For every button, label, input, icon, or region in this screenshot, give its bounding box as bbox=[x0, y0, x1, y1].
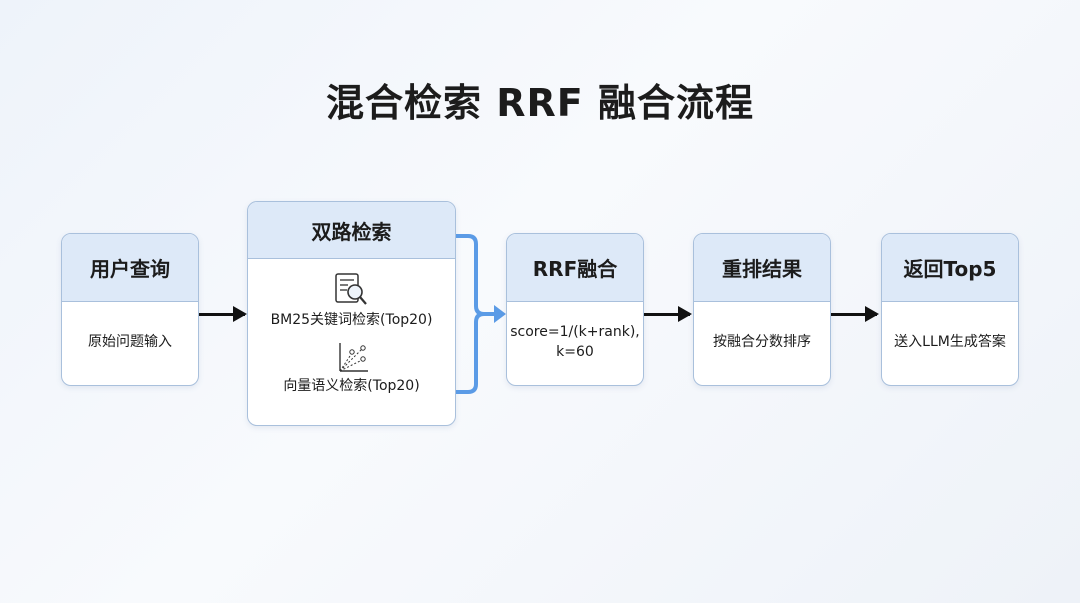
step-body: 送入LLM生成答案 bbox=[894, 334, 1006, 351]
step-user-query: 用户查询 原始问题输入 bbox=[61, 233, 199, 386]
step-rerank: 重排结果 按融合分数排序 bbox=[693, 233, 831, 386]
arrow-3 bbox=[644, 306, 692, 322]
vector-path-label: 向量语义检索(Top20) bbox=[283, 377, 420, 394]
step-dual-retrieval: 双路检索 BM25关键词检索(Top20) 向量语义检索(Top20) bbox=[247, 201, 456, 426]
step-title: 用户查询 bbox=[62, 234, 198, 302]
step-title: 返回Top5 bbox=[882, 234, 1018, 302]
step-return-top5: 返回Top5 送入LLM生成答案 bbox=[881, 233, 1019, 386]
arrow-4 bbox=[831, 306, 879, 322]
merge-arrow bbox=[456, 234, 506, 394]
step-title: 双路检索 bbox=[248, 202, 455, 259]
step-body: 按融合分数排序 bbox=[713, 334, 811, 351]
rrf-formula: score=1/(k+rank), bbox=[510, 324, 640, 341]
step-title: RRF融合 bbox=[507, 234, 643, 302]
step-body: 原始问题输入 bbox=[88, 334, 172, 351]
bm25-path-label: BM25关键词检索(Top20) bbox=[270, 312, 433, 328]
rrf-k-value: k=60 bbox=[556, 344, 594, 360]
vector-scatter-icon bbox=[338, 342, 368, 372]
arrow-1 bbox=[199, 306, 247, 322]
step-rrf-fusion: RRF融合 score=1/(k+rank), k=60 bbox=[506, 233, 644, 386]
document-search-icon bbox=[334, 273, 367, 305]
step-title: 重排结果 bbox=[694, 234, 830, 302]
page-title: 混合检索 RRF 融合流程 bbox=[326, 81, 754, 125]
